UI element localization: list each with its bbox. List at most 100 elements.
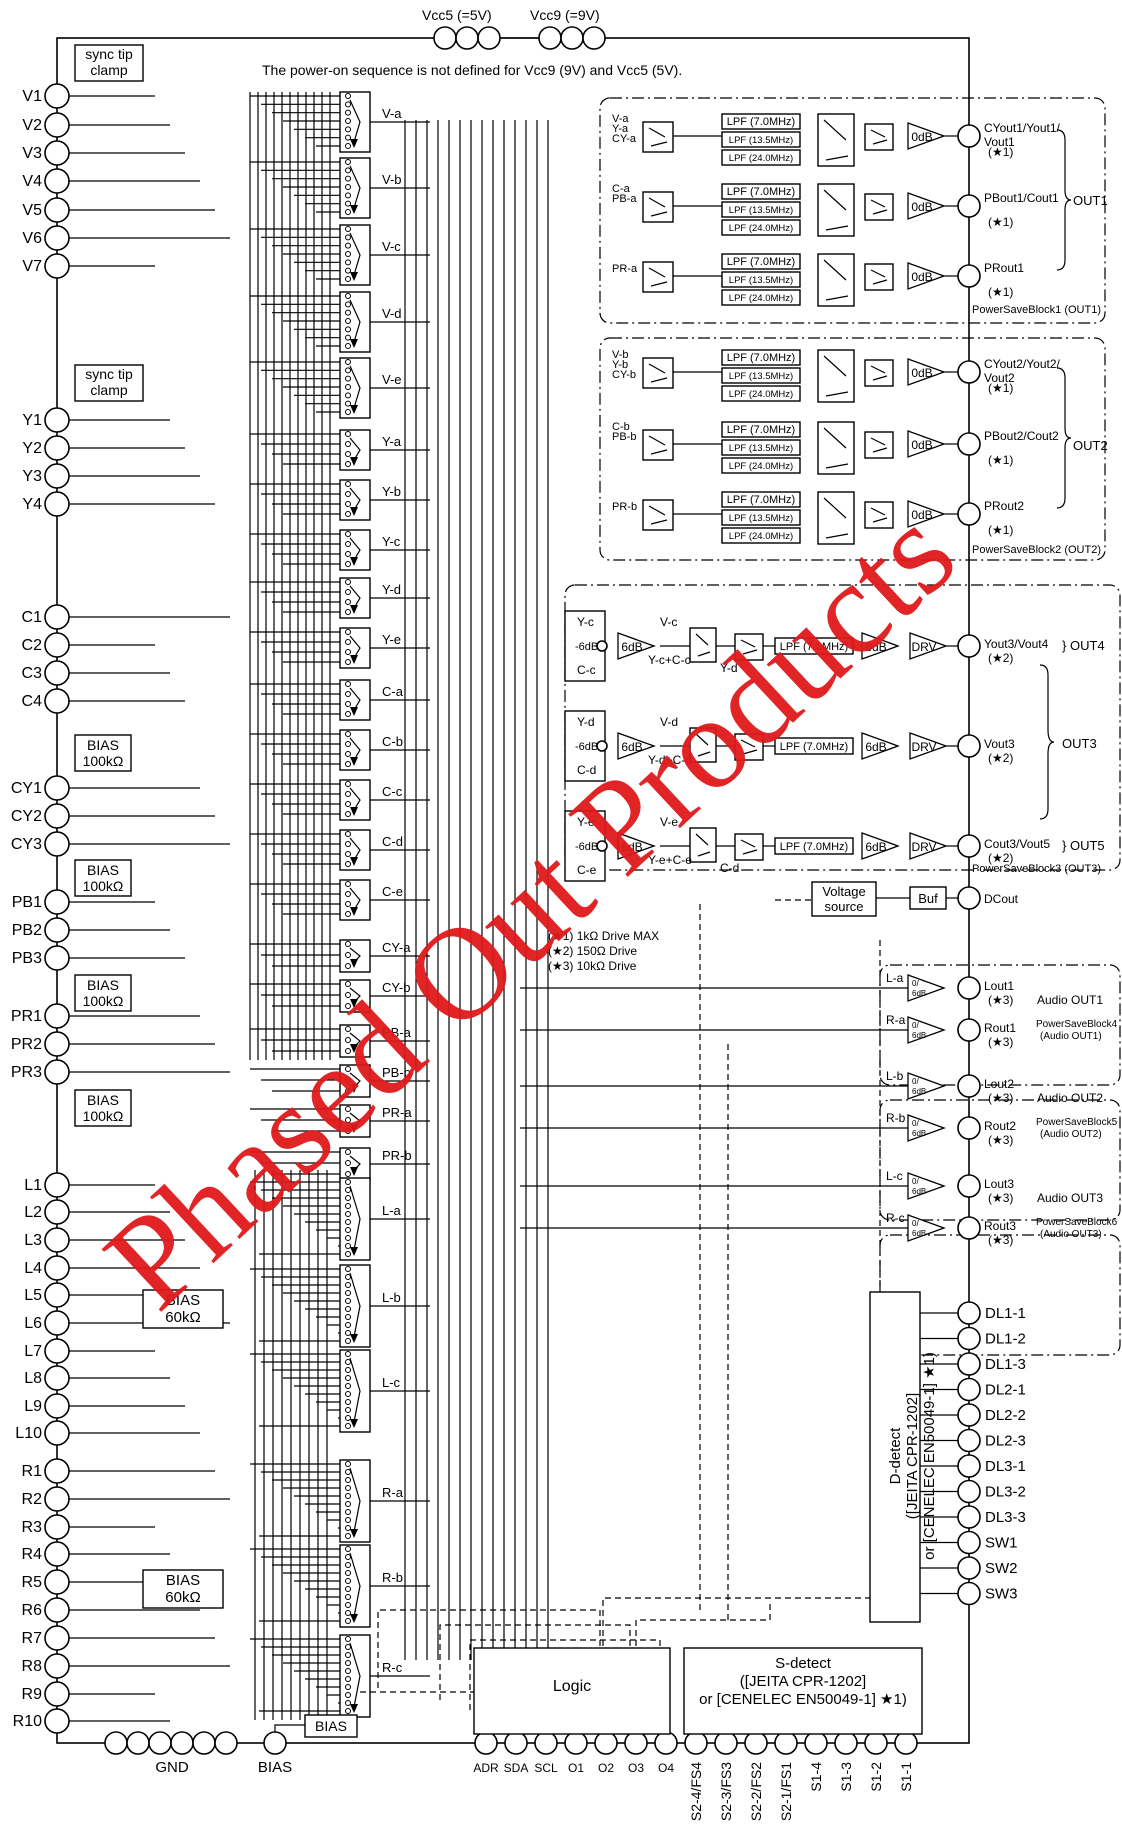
selector-contact [345, 1338, 351, 1344]
pin-label-adr: ADR [473, 1761, 499, 1775]
input-pin-cy3 [44, 831, 70, 857]
pin-label-o1: O1 [568, 1761, 584, 1775]
selector-contact [345, 1708, 351, 1714]
selector-wiper [349, 585, 361, 609]
pin-label-dl1-3: DL1-3 [985, 1356, 1026, 1373]
selector-label-pr-a: PR-a [382, 1105, 412, 1120]
drv-1-label: DRV [911, 740, 936, 754]
yc-mux-1 [689, 727, 717, 763]
amp-6db-0-label: 6dB [621, 640, 642, 654]
yc-pre-2 [734, 833, 764, 861]
lpf-select-3 [817, 349, 855, 403]
output-star: (★1) [988, 285, 1013, 299]
input-pin-cy2 [44, 803, 70, 829]
pin-sda [504, 1731, 528, 1755]
lpf-select-4 [817, 421, 855, 475]
input-pin-v4 [44, 168, 70, 194]
output-star: (★2) [988, 851, 1013, 865]
pin-dl2-2 [957, 1403, 981, 1427]
audio-amp-3 [907, 1114, 946, 1142]
pin-label-s: S1-4 [808, 1762, 824, 1792]
selector-y-c [339, 529, 371, 571]
selector-contact [345, 1477, 351, 1483]
out-mux-input-label: PR-a [612, 263, 638, 275]
output-label-lout2: Lout2 [984, 1077, 1014, 1091]
input-label-v4: V4 [22, 173, 42, 190]
output-pin-o5 [957, 834, 981, 858]
selector-contact [345, 1306, 351, 1312]
selector-contact [345, 1003, 351, 1009]
selector-contact [345, 941, 351, 947]
selector-contact [345, 751, 351, 757]
selector-contact [345, 1684, 351, 1690]
svg-text:BIAS: BIAS [87, 862, 119, 878]
selector-arrow [350, 857, 358, 866]
selector-contact [345, 1652, 351, 1658]
sum-node [596, 740, 608, 752]
selector-label-y-e: Y-e [382, 632, 401, 647]
pin-s2-4-fs4 [684, 1731, 708, 1755]
selector-label-pb-a: PB-a [382, 1025, 412, 1040]
selector-contact [345, 541, 351, 547]
amp-6db-1-label: 6dB [621, 740, 642, 754]
output-star: (★3) [988, 1233, 1013, 1247]
out-mux-1-wiper [648, 197, 668, 217]
selector-contact [345, 451, 351, 457]
output-pin-rout2 [957, 1116, 981, 1140]
yc-pre-1 [734, 733, 764, 761]
selector-contact [345, 659, 351, 665]
out-mux-0-wiper [648, 127, 668, 147]
audio-gain: 6dB [912, 1031, 926, 1040]
yc-label: Y-d [720, 661, 738, 675]
row0-lpf [721, 149, 801, 166]
selector-contact [345, 1517, 351, 1523]
selector-arrow [350, 655, 358, 664]
selector-wiper [349, 232, 361, 276]
s-detect-label: S-detect [775, 1655, 832, 1672]
selector-wiper [349, 165, 361, 209]
powersave-block-5 [879, 1099, 1121, 1221]
out-pre-3-wiper [870, 365, 888, 381]
selector-label-v-a: V-a [382, 106, 402, 121]
selector-arrow [350, 339, 358, 348]
amp-6db-b-0-label: 6dB [865, 640, 886, 654]
selector-wiper [349, 487, 361, 511]
d-detect-label: D-detect [887, 1427, 904, 1485]
amp-0db-1 [907, 192, 946, 220]
pin-label-s: S1-1 [898, 1762, 914, 1792]
supply-pins [433, 26, 606, 50]
selector-contact [345, 1274, 351, 1280]
selector-contact [345, 1501, 351, 1507]
output-label-o2c: PRout2 [984, 499, 1024, 513]
row4-lpf [721, 439, 801, 456]
sum-node [596, 840, 608, 852]
yc-label: V-e [660, 815, 678, 829]
selector-label-y-a: Y-a [382, 434, 402, 449]
amp-0db-4 [907, 430, 946, 458]
selector-contact [345, 343, 351, 349]
input-label-c4: C4 [22, 693, 43, 710]
lpf-select-5 [817, 491, 855, 545]
selector-y-e [339, 627, 371, 669]
selector-contact [345, 952, 351, 958]
selector-wiper [349, 1185, 361, 1251]
yc-label: C-d [577, 763, 596, 777]
output-label-rout3: Rout3 [984, 1219, 1016, 1233]
svg-text:clamp: clamp [90, 62, 128, 78]
input-pin-c4 [44, 688, 70, 714]
output-label-dc: DCout [984, 892, 1019, 906]
selector-contact [345, 1469, 351, 1475]
output-label-lout1: Lout1 [984, 979, 1014, 993]
out-pre-0-wiper [870, 129, 888, 145]
powersave-label-b5: PowerSaveBlock5 [1036, 1117, 1118, 1128]
output-star: (★1) [988, 453, 1013, 467]
sync-tip-clamp-label-1: sync tip [85, 46, 133, 62]
selector-arrow [350, 907, 358, 916]
out-pre-4 [864, 431, 894, 459]
selector-contact [345, 881, 351, 887]
selector-arrow [350, 139, 358, 148]
pin-label-o3: O3 [628, 1761, 644, 1775]
lpf-select-0 [817, 113, 855, 167]
input-pin-r2 [44, 1486, 70, 1512]
output-star: (★3) [988, 1133, 1013, 1147]
